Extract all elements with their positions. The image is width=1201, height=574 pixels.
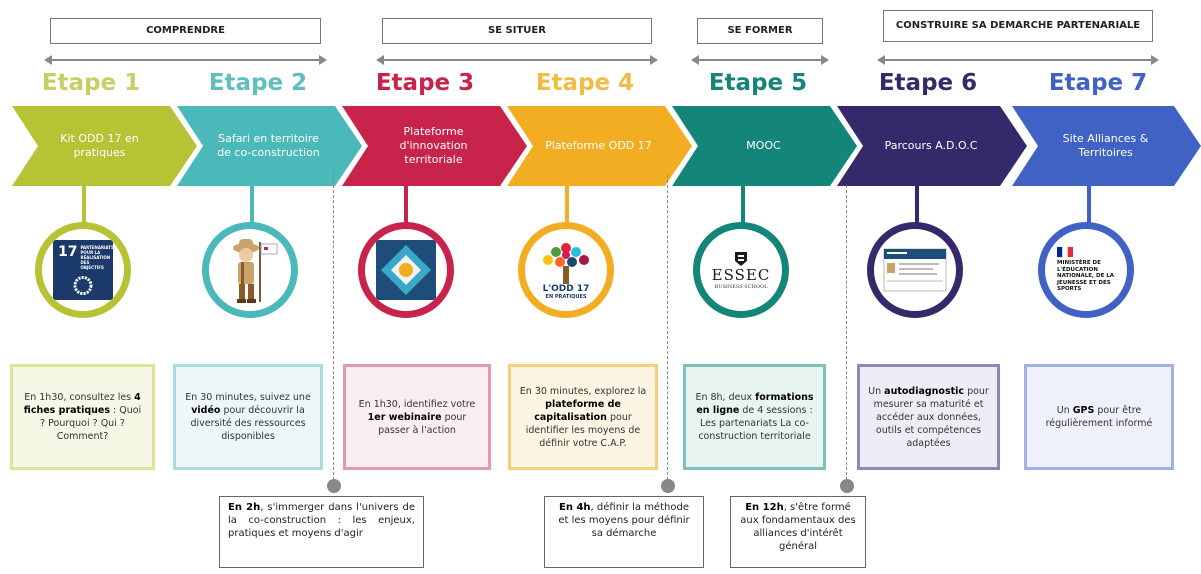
chevron-step-5: MOOC (672, 106, 857, 186)
essec-crest-icon (734, 251, 747, 266)
group-se-situer: SE SITUER (382, 18, 652, 44)
card-step-7-text: Un GPS pour être régulièrement informé (1045, 405, 1153, 429)
chevron-step-6: Parcours A.D.O.C (837, 106, 1027, 186)
chevron-step-7: Site Alliances & Territoires (1012, 106, 1201, 186)
odd17-logo: 17 PARTENARIATS POUR LA RÉALISATION DES … (53, 240, 114, 300)
odd17-number: 17 (58, 244, 78, 260)
connector-4 (565, 180, 569, 228)
card-step-7: Un GPS pour être régulièrement informé (1024, 364, 1174, 470)
plateforme-innovation-logo-circle (358, 222, 454, 318)
ministere-logo: MINISTÈRE DE L'ÉDUCATION NATIONALE, DE L… (1057, 247, 1115, 293)
chevron-step-1-label: Kit ODD 17 en pratiques (60, 132, 139, 159)
ministere-logo-circle: MINISTÈRE DE L'ÉDUCATION NATIONALE, DE L… (1038, 222, 1134, 318)
chevron-step-7-label: Site Alliances & Territoires (1062, 132, 1149, 159)
card-step-3: En 1h30, identifiez votre 1er webinaire … (343, 364, 491, 470)
etape-2-title: Etape 2 (208, 70, 308, 96)
separator-1 (333, 170, 334, 490)
essec-logo-circle: ESSEC BUSINESS SCHOOL (693, 222, 789, 318)
innovation-platform-icon (376, 240, 436, 300)
explorer-character-icon (233, 239, 278, 303)
chevron-step-1: Kit ODD 17 en pratiques (12, 106, 197, 186)
sdg-wheel-icon (73, 276, 93, 295)
chevron-step-3: Plateforme d'innovation territoriale (342, 106, 527, 186)
separator-3 (846, 185, 847, 490)
note-2h: En 2h, s'immerger dans l'univers de la c… (219, 496, 424, 568)
connector-5 (741, 180, 745, 228)
group-arrow-se-former (691, 55, 829, 65)
essec-sub: BUSINESS SCHOOL (714, 283, 768, 290)
chevron-step-2: Safari en territoire de co-construction (177, 106, 362, 186)
card-step-6-text: Un autodiagnostic pour mesurer sa maturi… (868, 385, 989, 449)
card-step-3-text: En 1h30, identifiez votre 1er webinaire … (358, 398, 476, 436)
note-4h: En 4h, définir la méthode et les moyens … (544, 496, 704, 568)
tree-logo-line2: EN PRATIQUES (545, 294, 587, 300)
card-step-1-text: En 1h30, consultez les 4 fiches pratique… (23, 392, 142, 442)
tree-logo: L'ODD 17 EN PRATIQUES (538, 240, 594, 300)
card-step-1: En 1h30, consultez les 4 fiches pratique… (10, 364, 155, 470)
chevron-step-4-label: Plateforme ODD 17 (545, 139, 652, 152)
group-arrow-se-situer (376, 55, 658, 65)
essec-logo: ESSEC BUSINESS SCHOOL (712, 251, 771, 290)
connector-6 (915, 180, 919, 228)
etape-7-title: Etape 7 (1048, 70, 1148, 96)
odd17-pratiques-logo-circle: L'ODD 17 EN PRATIQUES (518, 222, 614, 318)
etape-5-title: Etape 5 (708, 70, 808, 96)
card-step-6: Un autodiagnostic pour mesurer sa maturi… (857, 364, 1000, 470)
connector-1 (82, 180, 86, 228)
etape-3-title: Etape 3 (375, 70, 475, 96)
etape-6-title: Etape 6 (878, 70, 978, 96)
odd17-text: PARTENARIATS POUR LA RÉALISATION DES OBJ… (80, 245, 114, 270)
group-arrow-construire (877, 55, 1159, 65)
separator-3-dot (840, 479, 854, 493)
adoc-screenshot-icon (883, 248, 947, 292)
connector-2 (250, 180, 254, 228)
separator-2-dot (661, 479, 675, 493)
french-flag-icon (1057, 247, 1073, 258)
connector-7 (1087, 180, 1091, 228)
separator-2 (667, 175, 668, 490)
chevron-step-3-label: Plateforme d'innovation territoriale (399, 125, 468, 166)
adoc-logo-circle (867, 222, 963, 318)
essec-name: ESSEC (711, 265, 771, 284)
tree-logo-line1: L'ODD 17 (542, 284, 590, 294)
card-step-2: En 30 minutes, suivez une vidéo pour déc… (173, 364, 323, 470)
separator-1-dot (327, 479, 341, 493)
chevron-step-6-label: Parcours A.D.O.C (884, 139, 978, 152)
chevron-step-5-label: MOOC (746, 139, 781, 152)
tree-icon (543, 243, 589, 284)
etape-1-title: Etape 1 (41, 70, 141, 96)
card-step-5: En 8h, deux formations en ligne de 4 ses… (683, 364, 826, 470)
group-construire: CONSTRUIRE SA DEMARCHE PARTENARIALE (883, 10, 1153, 42)
chevron-step-2-label: Safari en territoire de co-construction (217, 132, 320, 159)
card-step-4: En 30 minutes, explorez la plateforme de… (508, 364, 658, 470)
group-arrow-comprendre (44, 55, 327, 65)
chevron-step-4: Plateforme ODD 17 (507, 106, 692, 186)
group-se-former: SE FORMER (697, 18, 823, 44)
card-step-2-text: En 30 minutes, suivez une vidéo pour déc… (185, 392, 311, 442)
safari-logo-circle (202, 222, 298, 318)
connector-3 (404, 180, 408, 228)
etape-4-title: Etape 4 (535, 70, 635, 96)
group-comprendre: COMPRENDRE (50, 18, 321, 44)
card-step-4-text: En 30 minutes, explorez la plateforme de… (519, 385, 647, 449)
odd17-logo-circle: 17 PARTENARIATS POUR LA RÉALISATION DES … (35, 222, 131, 318)
card-step-5-text: En 8h, deux formations en ligne de 4 ses… (695, 392, 814, 442)
note-12h: En 12h, s'être formé aux fondamentaux de… (730, 496, 866, 568)
ministere-text: MINISTÈRE DE L'ÉDUCATION NATIONALE, DE L… (1057, 260, 1115, 293)
